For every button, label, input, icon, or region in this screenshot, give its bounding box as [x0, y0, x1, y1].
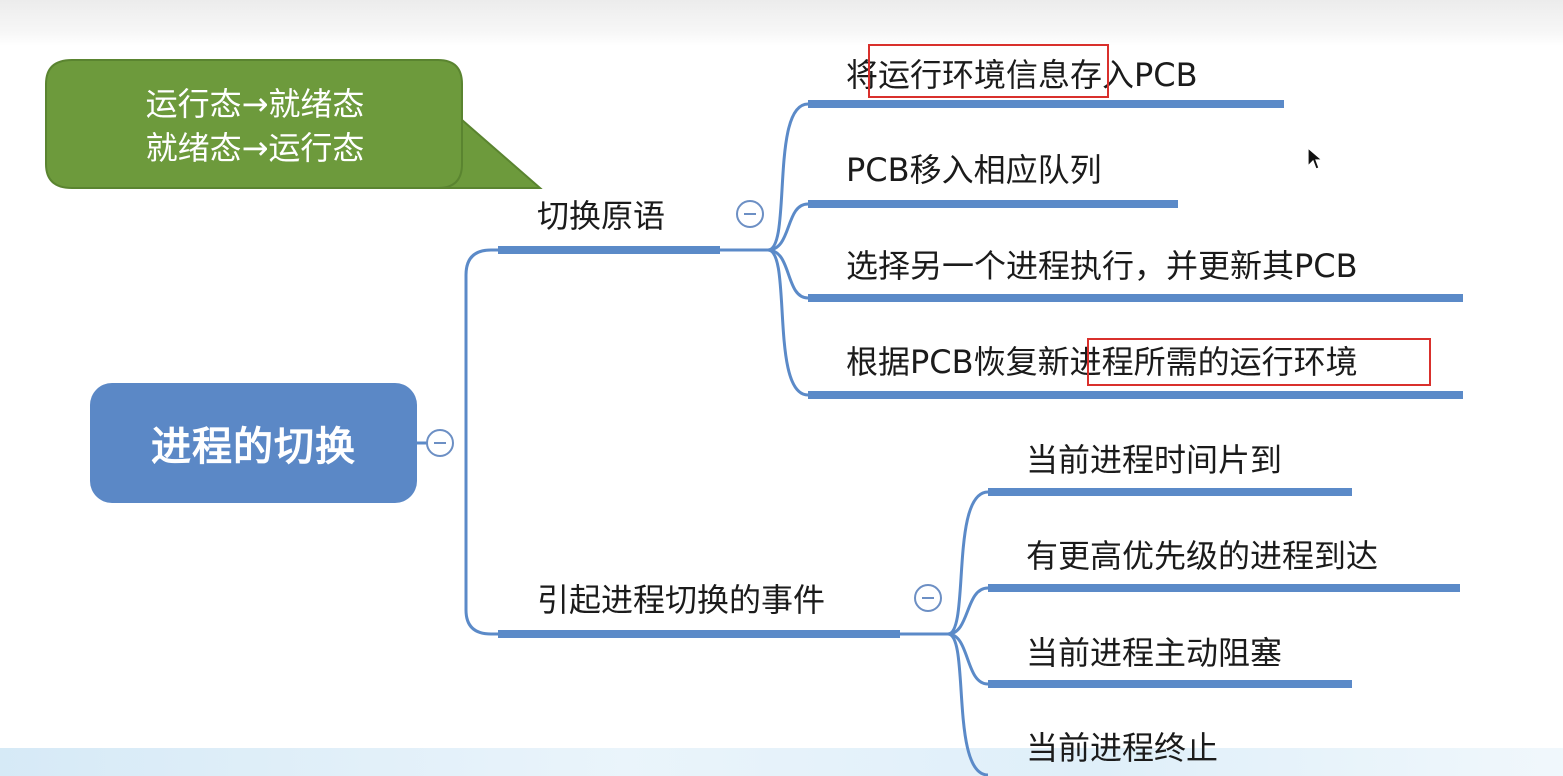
leaf-node[interactable]: PCB移入相应队列: [846, 151, 1102, 189]
leaf-node[interactable]: 将运行环境信息存入PCB: [846, 56, 1198, 94]
leaf-node[interactable]: 根据PCB恢复新进程所需的运行环境: [846, 343, 1358, 381]
collapse-icon[interactable]: [426, 429, 454, 457]
callout-text: 运行态→就绪态 就绪态→运行态: [60, 82, 450, 170]
callout-line: 运行态→就绪态: [145, 85, 365, 123]
bottom-overlay: [0, 748, 1563, 776]
leaf-node[interactable]: 当前进程终止: [1026, 729, 1219, 767]
highlight-box: [868, 44, 1109, 98]
callout-line: 就绪态→运行态: [145, 129, 365, 167]
leaf-node[interactable]: 有更高优先级的进程到达: [1026, 537, 1379, 575]
branch-node-switch-events[interactable]: 引起进程切换的事件: [537, 581, 826, 619]
root-node[interactable]: 进程的切换: [90, 383, 417, 503]
leaf-node[interactable]: 当前进程主动阻塞: [1026, 634, 1283, 672]
collapse-icon[interactable]: [736, 200, 764, 228]
leaf-node[interactable]: 当前进程时间片到: [1026, 441, 1283, 479]
mouse-cursor-icon: [1307, 146, 1324, 170]
highlight-box: [1087, 338, 1431, 386]
branch-node-switch-primitive[interactable]: 切换原语: [537, 197, 666, 235]
root-label: 进程的切换: [151, 424, 356, 470]
leaf-node[interactable]: 选择另一个进程执行，并更新其PCB: [846, 247, 1358, 285]
top-bar: [0, 0, 1563, 46]
callout-bubble: [45, 59, 543, 189]
collapse-icon[interactable]: [914, 584, 942, 612]
